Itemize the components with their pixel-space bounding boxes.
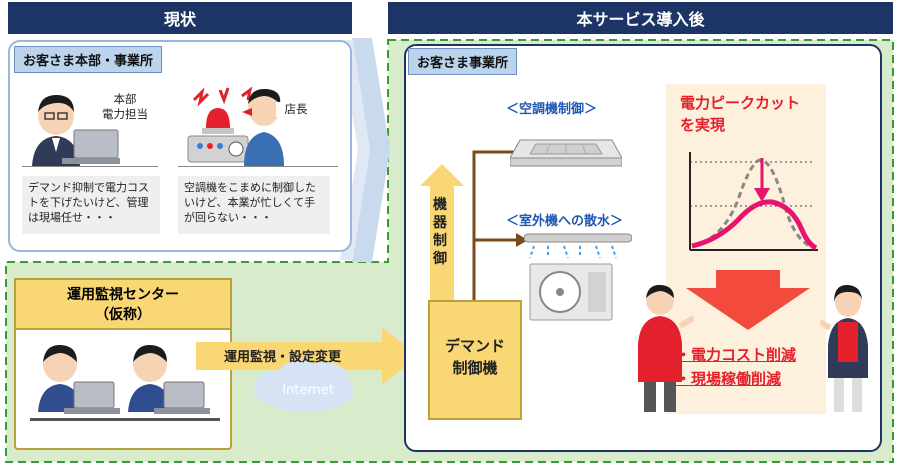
site-tag: お客さま事業所: [408, 48, 518, 75]
ceiling-ac-icon: [510, 139, 622, 167]
operators-icon: [30, 344, 220, 421]
control-label: 機器制御: [433, 197, 447, 267]
staff-desk-line: [22, 166, 158, 167]
arrow-label: 運用監視・設定変更: [224, 350, 342, 365]
staff-label: 本部 電力担当: [94, 92, 156, 122]
controller-label: デマンド 制御機: [444, 337, 505, 377]
office-worker-icon: [32, 94, 120, 166]
manager-note: 空調機をこまめに制御したいけど、本業が忙しくて手が回らない・・・: [178, 176, 330, 234]
manager-desk-line: [178, 166, 338, 167]
cloud-label: Internet: [282, 383, 334, 398]
outdoor-unit-icon: [524, 233, 632, 321]
banner-current: 現状: [8, 2, 352, 34]
peak-graph: [689, 152, 818, 251]
ac-label: ＜空調機制御＞: [506, 102, 598, 117]
transition-arrow: [352, 38, 390, 262]
control-arrow: [420, 164, 464, 304]
down-arrow: [686, 270, 810, 330]
link-arrow: [196, 328, 420, 412]
staff-note: デマンド抑制で電力コストを下げたいけど、管理は現場任せ・・・: [22, 176, 160, 234]
benefit-1: ・電力コスト削減: [676, 346, 797, 364]
alarm-lamp-icon: [187, 86, 253, 163]
banner-after: 本サービス導入後: [388, 2, 893, 34]
cloud-icon: [254, 360, 354, 412]
water-label: ＜室外機への散水＞: [506, 214, 624, 229]
controller-box: [428, 300, 522, 420]
staff-woman-icon: [820, 284, 868, 412]
manager-label: 店長: [276, 102, 316, 117]
hq-tag: お客さま本部・事業所: [14, 46, 163, 73]
center-tag: 運用監視センター （仮称）: [14, 278, 232, 330]
manager-icon: [242, 88, 284, 166]
peak-title: 電力ピークカット を実現: [680, 94, 801, 134]
benefit-2: ・現場稼働削減: [676, 370, 782, 388]
staff-icon: [638, 284, 694, 412]
